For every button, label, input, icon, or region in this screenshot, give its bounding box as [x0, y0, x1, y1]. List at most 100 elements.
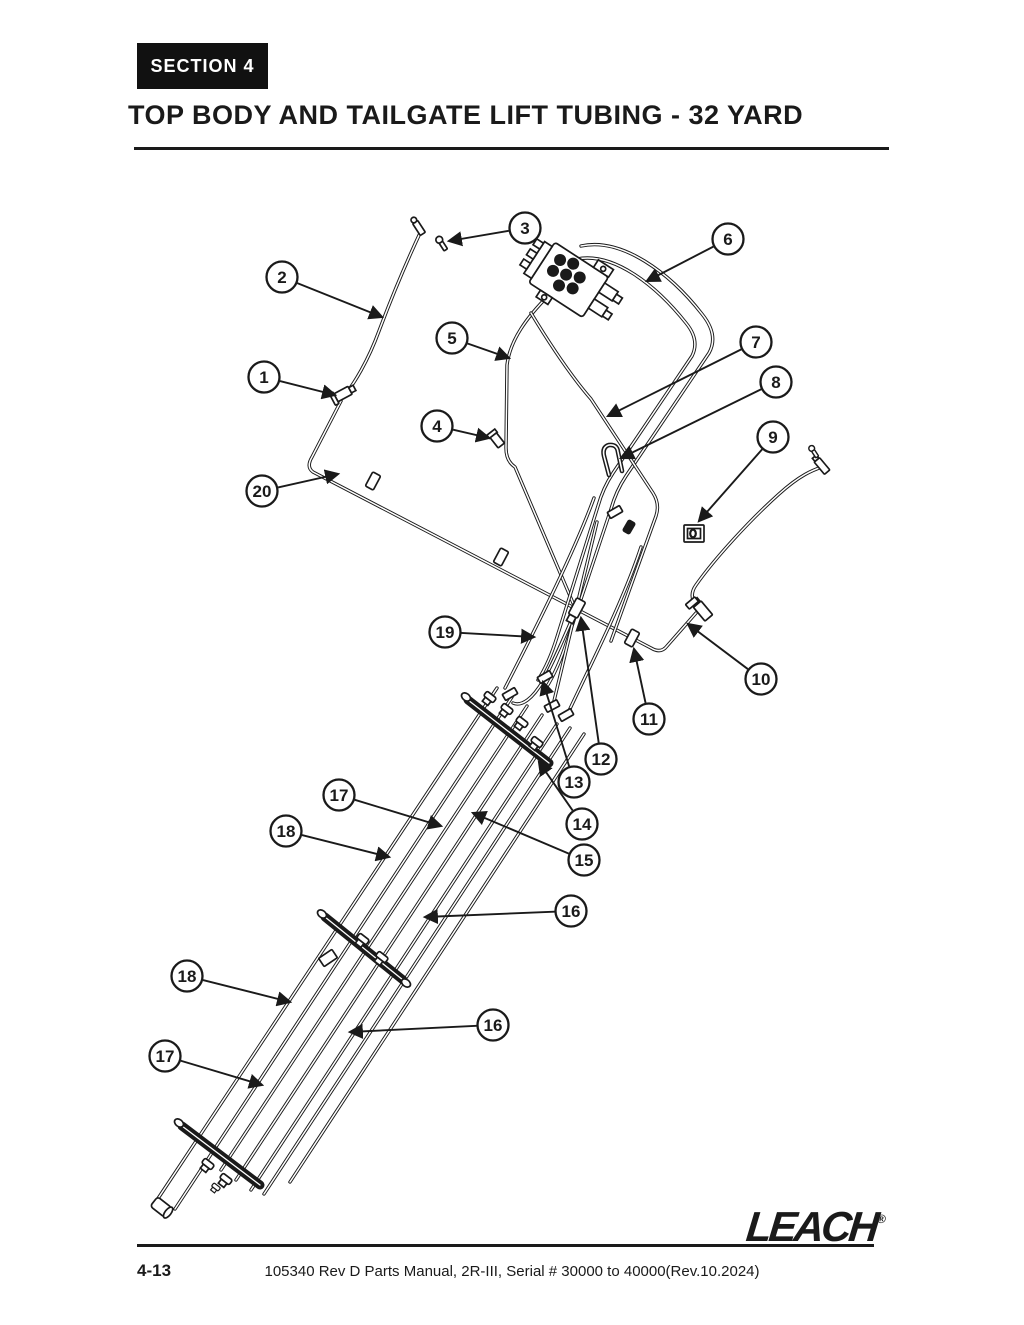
callout-number: 8	[771, 373, 780, 392]
callout-leader-arrow	[575, 615, 600, 743]
callout-leader-arrow	[467, 342, 512, 361]
tube-end-fitting	[410, 216, 426, 236]
bolt-cap	[209, 1182, 221, 1194]
callout-20: 20	[245, 469, 341, 508]
brand-logo: LEACH®	[703, 1203, 887, 1250]
tee-fitting-12	[565, 597, 586, 625]
elbow-fitting	[685, 596, 699, 610]
bar-end-cap	[400, 978, 412, 988]
footer-rule	[137, 1244, 874, 1247]
bolt-cap	[528, 735, 544, 752]
callout-balloon	[428, 615, 462, 649]
callout-balloon	[565, 807, 599, 841]
callout-number: 20	[253, 482, 272, 501]
callout-balloon	[632, 702, 666, 736]
callout-number: 18	[277, 822, 296, 841]
callout-number: 10	[752, 670, 771, 689]
tube-coupling	[606, 504, 624, 520]
callout-number: 17	[330, 786, 349, 805]
callout-number: 19	[436, 623, 455, 642]
page-title: TOP BODY AND TAILGATE LIFT TUBING - 32 Y…	[128, 100, 804, 130]
header-rule	[134, 147, 889, 150]
callout-leader-arrow	[279, 380, 338, 400]
callout-13: 13	[539, 679, 591, 799]
callout-leader-arrow	[202, 979, 293, 1007]
callout-5: 5	[435, 321, 512, 361]
square-clamp-9	[683, 524, 705, 543]
bar-end-cap	[173, 1118, 185, 1128]
callout-balloon	[476, 1008, 510, 1042]
callout-19: 19	[428, 615, 537, 649]
callout-number: 16	[562, 902, 581, 921]
brand-name: LEACH	[744, 1203, 879, 1250]
callout-balloon	[739, 325, 773, 359]
callout-18: 18	[269, 814, 392, 862]
coupling-11	[623, 628, 641, 648]
connector-fitting-4	[485, 427, 505, 449]
callout-number: 12	[592, 750, 611, 769]
callout-7: 7	[605, 325, 773, 418]
callout-balloon	[265, 260, 299, 294]
bolt-cap	[373, 950, 389, 967]
callout-6: 6	[644, 222, 745, 283]
bolt-cap	[199, 1157, 215, 1174]
callout-number: 2	[277, 268, 286, 287]
callout-leader-arrow	[354, 798, 444, 830]
tubing-lines	[151, 229, 824, 1211]
callout-number: 5	[447, 329, 456, 348]
callout-balloon	[554, 894, 588, 928]
callout-leader-arrow	[697, 448, 763, 523]
callout-number: 11	[640, 710, 658, 729]
callout-2: 2	[265, 260, 385, 320]
callout-balloon	[759, 365, 793, 399]
bar-end-cap	[460, 692, 472, 702]
callout-leader-arrow	[301, 834, 392, 862]
callout-number: 17	[156, 1047, 175, 1066]
callout-balloon	[711, 222, 745, 256]
callout-leader-arrow	[537, 760, 574, 811]
callout-balloon	[744, 662, 778, 696]
callout-number: 18	[178, 967, 197, 986]
tube-sleeve	[318, 948, 338, 968]
callout-leader-arrow	[629, 646, 647, 704]
callout-balloon	[170, 959, 204, 993]
section-label: SECTION 4	[150, 55, 255, 76]
callout-balloon	[567, 843, 601, 877]
callout-12: 12	[575, 615, 618, 776]
callout-11: 11	[629, 646, 666, 736]
callout-balloon	[322, 778, 356, 812]
callout-leader-arrow	[347, 1023, 477, 1039]
screw-fitting-9	[808, 444, 820, 459]
callout-number: 9	[768, 428, 777, 447]
callout-balloon	[247, 360, 281, 394]
callout-leader-arrow	[452, 427, 492, 443]
callout-leader-arrow	[446, 229, 509, 247]
tube-coupling	[364, 471, 382, 491]
manual-info: 105340 Rev D Parts Manual, 2R-III, Seria…	[264, 1263, 760, 1280]
registered-mark-icon: ®	[876, 1212, 887, 1226]
callout-1: 1	[247, 360, 338, 400]
callout-9: 9	[697, 420, 790, 523]
callout-number: 6	[723, 230, 732, 249]
callout-number: 16	[484, 1016, 503, 1035]
callout-number: 4	[432, 417, 442, 436]
callout-number: 3	[520, 219, 529, 238]
small-fitting	[622, 519, 636, 535]
callout-leader-arrow	[539, 679, 571, 767]
hose-coupling	[501, 686, 519, 702]
callout-number: 13	[565, 773, 584, 792]
page-number: 4-13	[137, 1261, 172, 1280]
callout-leader-arrow	[461, 628, 537, 644]
callout-balloon	[245, 474, 279, 508]
callout-leader-arrow	[296, 282, 385, 320]
tube-coupling	[492, 547, 510, 567]
callout-number: 1	[259, 368, 268, 387]
bolt-cap	[217, 1172, 233, 1189]
callout-balloon	[435, 321, 469, 355]
hose-coupling	[557, 707, 575, 723]
callout-number: 14	[573, 815, 592, 834]
callout-leader-arrow	[605, 348, 742, 418]
bolt-cap	[481, 690, 497, 707]
callout-balloon	[508, 211, 542, 245]
